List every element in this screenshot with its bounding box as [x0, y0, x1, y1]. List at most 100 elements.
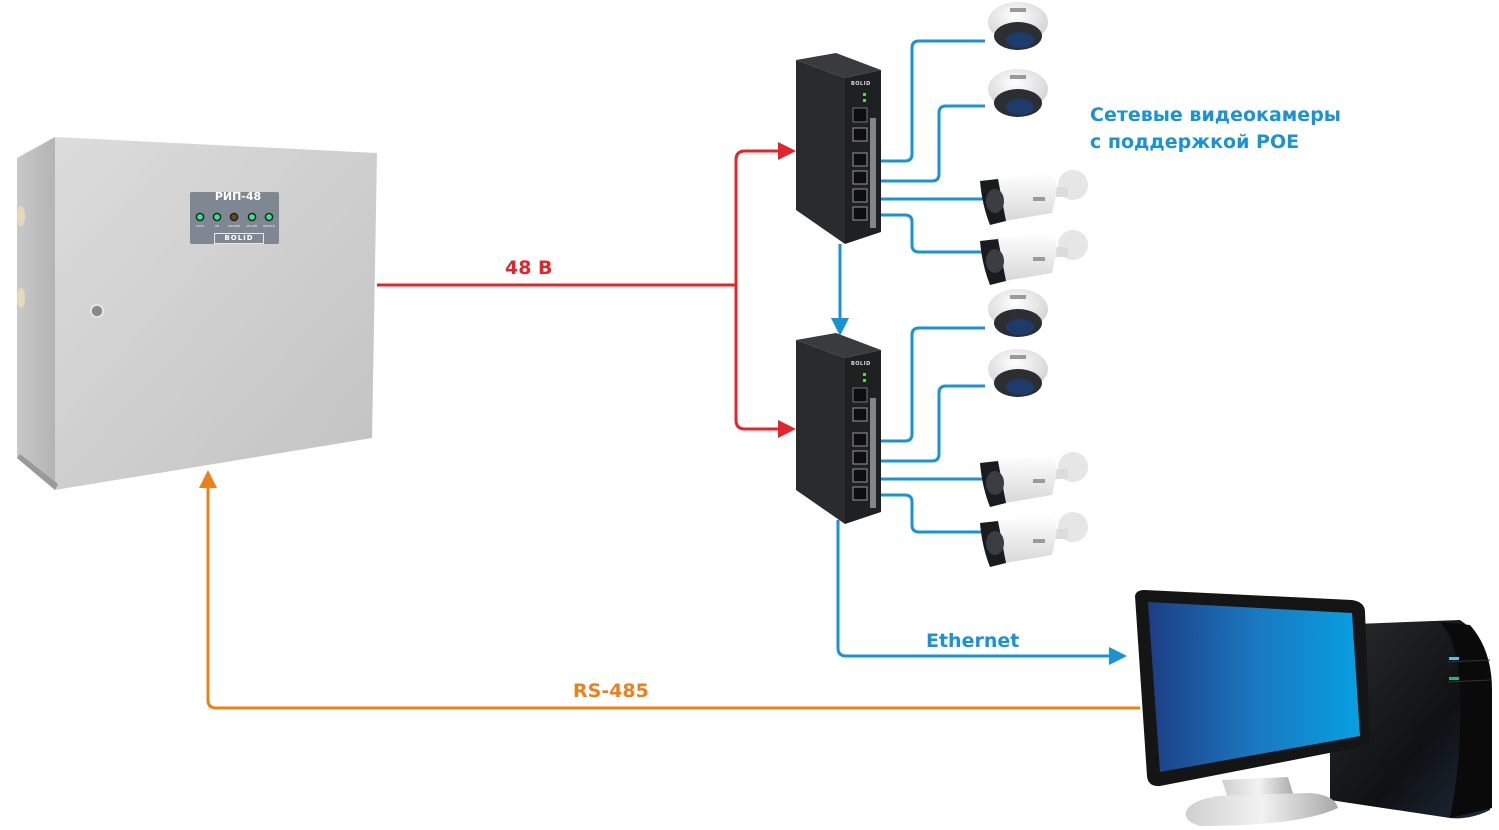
poe-switch-1[interactable] [796, 53, 881, 244]
switch-2-top [796, 333, 881, 358]
switch-1-led-status [863, 99, 866, 102]
ethernet-line [836, 520, 1110, 658]
psu-gland-1 [17, 206, 25, 226]
dome-brand-plate [1010, 295, 1026, 299]
psu-side-panel [17, 137, 55, 490]
pc-drive-bay-2 [1447, 679, 1491, 683]
switch-1-top [796, 53, 881, 78]
psu-led-авария [229, 212, 239, 222]
psu-led-label: RS-485 [246, 224, 258, 228]
bullet-arm [1050, 187, 1068, 197]
bullet-lens [986, 531, 1004, 555]
psu-led-label: ВЫХОД [263, 224, 275, 228]
bullet-brand-plate [1033, 197, 1045, 201]
switch-2-label-strip [870, 398, 876, 508]
dome-lens [1006, 99, 1034, 115]
switch-2-led-status [863, 379, 866, 382]
switch-2-uplink-port [852, 407, 868, 422]
power-line-label: 48 В [505, 257, 553, 279]
camera-dome-6[interactable] [988, 349, 1048, 397]
switch-uplink-arrow-head [831, 318, 849, 336]
switch-1-brand-logo: BOLID [851, 81, 871, 87]
switch-1-label-strip [870, 118, 876, 228]
psu-brand-logo: BOLID [214, 233, 264, 244]
cameras-caption-line-2: с поддержкой POE [1090, 131, 1300, 153]
psu-front-panel [55, 137, 377, 490]
switch-1-poe-port-2 [852, 170, 868, 185]
switch-1-side [796, 60, 845, 244]
psu-lock-icon[interactable] [90, 304, 104, 318]
dome-brand-plate [1010, 8, 1026, 12]
pc-drive-led-blue [1449, 657, 1459, 660]
cameras-caption-line-1: Сетевые видеокамеры [1090, 104, 1341, 126]
computer-workstation[interactable] [1135, 590, 1492, 826]
dome-brand-plate [1010, 355, 1026, 359]
switch-2-poe-port-3 [852, 468, 868, 483]
switch-2-side [796, 340, 845, 524]
ethernet-line-label: Ethernet [926, 630, 1020, 652]
dome-lens [1006, 32, 1034, 48]
camera-bullet-8[interactable] [980, 512, 1088, 567]
psu-led-label: АБ [214, 224, 220, 228]
pc-tower [1330, 620, 1490, 819]
bullet-brand-plate [1033, 539, 1045, 543]
dome-lens [1006, 379, 1034, 395]
power-line-48v [377, 149, 782, 431]
rs485-arrow-head [199, 470, 217, 488]
psu-led-выход [264, 212, 274, 222]
bullet-arm [1050, 247, 1068, 257]
pc-tower-front [1440, 622, 1492, 818]
psu-bottom-edge [17, 454, 58, 490]
psu-led-label: АВАРИЯ [227, 224, 241, 228]
psu-led-сеть [195, 212, 205, 222]
cameras-caption: Сетевые видеокамеры с поддержкой POE [1090, 102, 1341, 156]
switch-1-uplink-port [852, 127, 868, 142]
monitor-stand-base [1185, 793, 1338, 826]
camera-dome-5[interactable] [988, 289, 1048, 337]
psu-model-name: РИП-48 [214, 190, 262, 203]
switch-1-poe-port-3 [852, 188, 868, 203]
bullet-lens [986, 471, 1004, 495]
psu-led-аб [212, 212, 222, 222]
pc-drive-bay-1 [1447, 659, 1491, 663]
power-supply-rip48[interactable] [17, 137, 377, 490]
camera-bullet-4[interactable] [980, 230, 1088, 285]
ethernet-arrow-head [1109, 647, 1127, 665]
camera-bullet-7[interactable] [980, 452, 1088, 507]
switch-2-brand-logo: BOLID [851, 361, 871, 367]
dome-lens [1006, 319, 1034, 335]
cameras-group [980, 2, 1088, 567]
bullet-arm [1050, 529, 1068, 539]
camera-cables-switch-2 [880, 326, 985, 534]
camera-bullet-3[interactable] [980, 170, 1088, 225]
bullet-lens [986, 249, 1004, 273]
switch-2-led-power [863, 373, 866, 376]
psu-led-label: СЕТЬ [196, 224, 204, 228]
camera-cables-switch-1 [880, 39, 985, 254]
psu-led-rs-485 [247, 212, 257, 222]
switch-1-sfp-port [852, 107, 868, 123]
pc-drive-led-green [1449, 677, 1459, 680]
bullet-lens [986, 189, 1004, 213]
camera-dome-2[interactable] [988, 69, 1048, 117]
switch-2-poe-port-2 [852, 450, 868, 465]
psu-gland-2 [17, 288, 25, 308]
poe-switch-2[interactable] [796, 333, 881, 524]
camera-dome-1[interactable] [988, 2, 1048, 50]
rs485-line [206, 486, 1140, 710]
dome-brand-plate [1010, 75, 1026, 79]
bullet-brand-plate [1033, 479, 1045, 483]
power-arrow-head-1 [778, 142, 796, 160]
switch-2-poe-port-1 [852, 432, 868, 447]
monitor-screen[interactable] [1148, 602, 1360, 772]
switch-2-poe-port-4 [852, 486, 868, 501]
switch-1-led-power [863, 93, 866, 96]
bullet-arm [1050, 469, 1068, 479]
switch-1-poe-port-4 [852, 206, 868, 221]
rs485-line-label: RS-485 [573, 680, 649, 702]
power-arrow-head-2 [778, 420, 796, 438]
bullet-brand-plate [1033, 257, 1045, 261]
switch-2-sfp-port [852, 387, 868, 403]
switch-1-poe-port-1 [852, 152, 868, 167]
